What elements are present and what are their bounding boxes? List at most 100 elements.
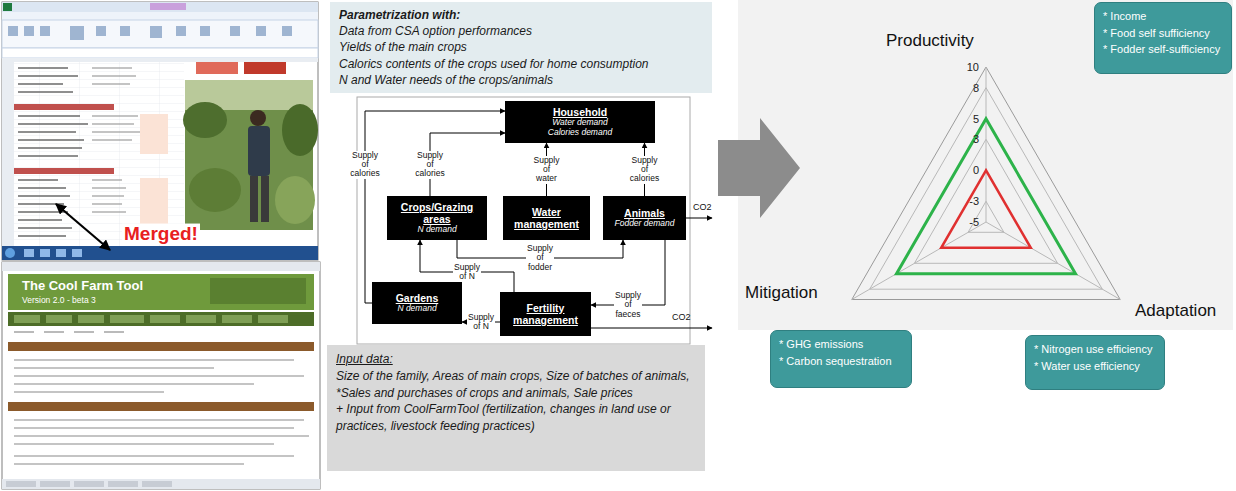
excel-screenshot — [3, 3, 12, 11]
flow-arrow — [365, 111, 505, 303]
process-box: HouseholdWater demandCalories demand — [505, 101, 655, 143]
coolfarm-screenshot — [14, 420, 309, 464]
scale-number: 0 — [973, 164, 979, 176]
coolfarm-screenshot — [14, 360, 304, 392]
edge-label: Supply of N — [467, 313, 495, 332]
box-text: * Food self sufficiency — [1103, 25, 1223, 42]
coolfarm-screenshot — [8, 312, 314, 326]
excel-screenshot — [14, 168, 114, 174]
scale-number: 3 — [973, 133, 979, 145]
axis-title: Productivity — [886, 32, 974, 51]
coolfarm-screenshot — [6, 481, 172, 487]
box-text: * Water use efficiency — [1034, 358, 1156, 375]
scale-number: 10 — [967, 61, 979, 73]
radar-grid — [852, 67, 1120, 300]
box-text: Yields of the main crops — [339, 39, 703, 55]
box-title: * Income — [1103, 8, 1223, 25]
box-title: * Nitrogen use efficiency — [1034, 341, 1156, 358]
coolfarm-screenshot — [2, 479, 320, 489]
box-text: Data from CSA option performances — [339, 23, 703, 39]
coolfarm-screenshot — [14, 331, 124, 332]
box-title: Parametrization with: — [339, 7, 703, 23]
excel-screenshot — [92, 68, 140, 212]
screenshot-title: The Cool Farm Tool — [22, 279, 143, 293]
excel-screenshot — [2, 246, 318, 260]
radar-grid — [852, 67, 1120, 300]
edge-label: Supply of calories — [349, 151, 380, 179]
big-arrow — [718, 118, 800, 218]
box-text: + Input from CoolFarmTool (fertilization… — [336, 401, 696, 435]
excel-screenshot — [2, 48, 318, 58]
box-title: Crops/Grazing areas — [391, 201, 483, 225]
scale-number: 8 — [973, 82, 979, 94]
edge-label: Supply of water — [533, 155, 561, 183]
axis-title: Mitigation — [745, 284, 818, 303]
excel-screenshot — [275, 176, 315, 224]
excel-screenshot — [183, 102, 227, 138]
excel-screenshot — [14, 62, 184, 246]
box-text: N demand — [417, 225, 456, 235]
excel-screenshot — [2, 2, 318, 260]
box-title: Water management — [507, 206, 586, 230]
process-box: Fertility management — [500, 292, 591, 336]
coolfarm-screenshot — [8, 402, 314, 411]
excel-screenshot — [250, 110, 266, 126]
scale-number: -3 — [969, 195, 979, 207]
coolfarm-screenshot — [8, 274, 314, 310]
scale-number: -5 — [969, 216, 979, 228]
scale-number: 5 — [973, 113, 979, 125]
excel-screenshot — [282, 104, 318, 156]
excel-screenshot — [248, 126, 270, 176]
edge-label: Supply of faeces — [614, 291, 642, 319]
excel-screenshot — [24, 249, 82, 257]
excel-screenshot — [2, 58, 14, 246]
box-text: * Carbon sequestration — [779, 353, 903, 370]
box-title: Animals — [624, 207, 665, 219]
coolfarm-screenshot — [2, 262, 320, 489]
radar-panel — [738, 0, 1233, 330]
coolfarm-screenshot — [8, 342, 314, 351]
edge-label: Supply of fodder — [526, 244, 554, 272]
excel-screenshot — [196, 62, 238, 74]
excel-screenshot — [150, 3, 186, 10]
box-text: N and Water needs of the crops/animals — [339, 72, 703, 88]
callout-text: Merged! — [122, 224, 200, 245]
indicator-box: * GHG emissions* Carbon sequestration — [770, 330, 912, 388]
excel-screenshot — [261, 176, 269, 222]
radar-series-green — [897, 119, 1076, 274]
edge-label: Supply of N — [453, 263, 481, 282]
excel-screenshot — [14, 58, 318, 62]
indicator-box: * Income* Food self sufficiency* Fodder … — [1094, 2, 1232, 74]
excel-screenshot — [2, 12, 318, 20]
excel-screenshot — [2, 2, 318, 260]
excel-screenshot — [18, 68, 88, 236]
box-title: Input data: — [336, 351, 696, 368]
box-title: Household — [553, 106, 607, 118]
excel-screenshot — [140, 114, 168, 154]
edge-label: Supply of calories — [629, 155, 660, 183]
process-box: AnimalsFodder demand — [603, 196, 686, 240]
screenshot-subtitle: Version 2.0 - beta 3 — [22, 296, 96, 305]
box-title: Fertility management — [504, 302, 587, 326]
axis-title: Adaptation — [1135, 302, 1216, 321]
excel-screenshot — [2, 2, 318, 12]
excel-screenshot — [189, 168, 241, 212]
coolfarm-screenshot — [2, 262, 320, 271]
box-text: Size of the family, Areas of main crops,… — [336, 368, 696, 402]
box-text: Calorics contents of the crops used for … — [339, 56, 703, 72]
radar-series-red — [941, 170, 1031, 248]
co2-arrow — [591, 328, 712, 329]
excel-screenshot — [2, 20, 318, 48]
output-label: CO2 — [693, 203, 712, 213]
output-label: CO2 — [672, 313, 691, 323]
radar-grid — [852, 67, 1120, 300]
coolfarm-screenshot — [2, 262, 320, 489]
process-box: Water management — [503, 196, 590, 240]
box-text: Water demand — [552, 118, 608, 128]
edge-label: Supply of calories — [414, 150, 445, 178]
input-box: Input data:Size of the family, Areas of … — [327, 345, 705, 471]
process-box: GardensN demand — [372, 282, 462, 324]
box-text: * Fodder self-sufficiency — [1103, 41, 1223, 58]
indicator-box: * Nitrogen use efficiency* Water use eff… — [1025, 335, 1165, 390]
